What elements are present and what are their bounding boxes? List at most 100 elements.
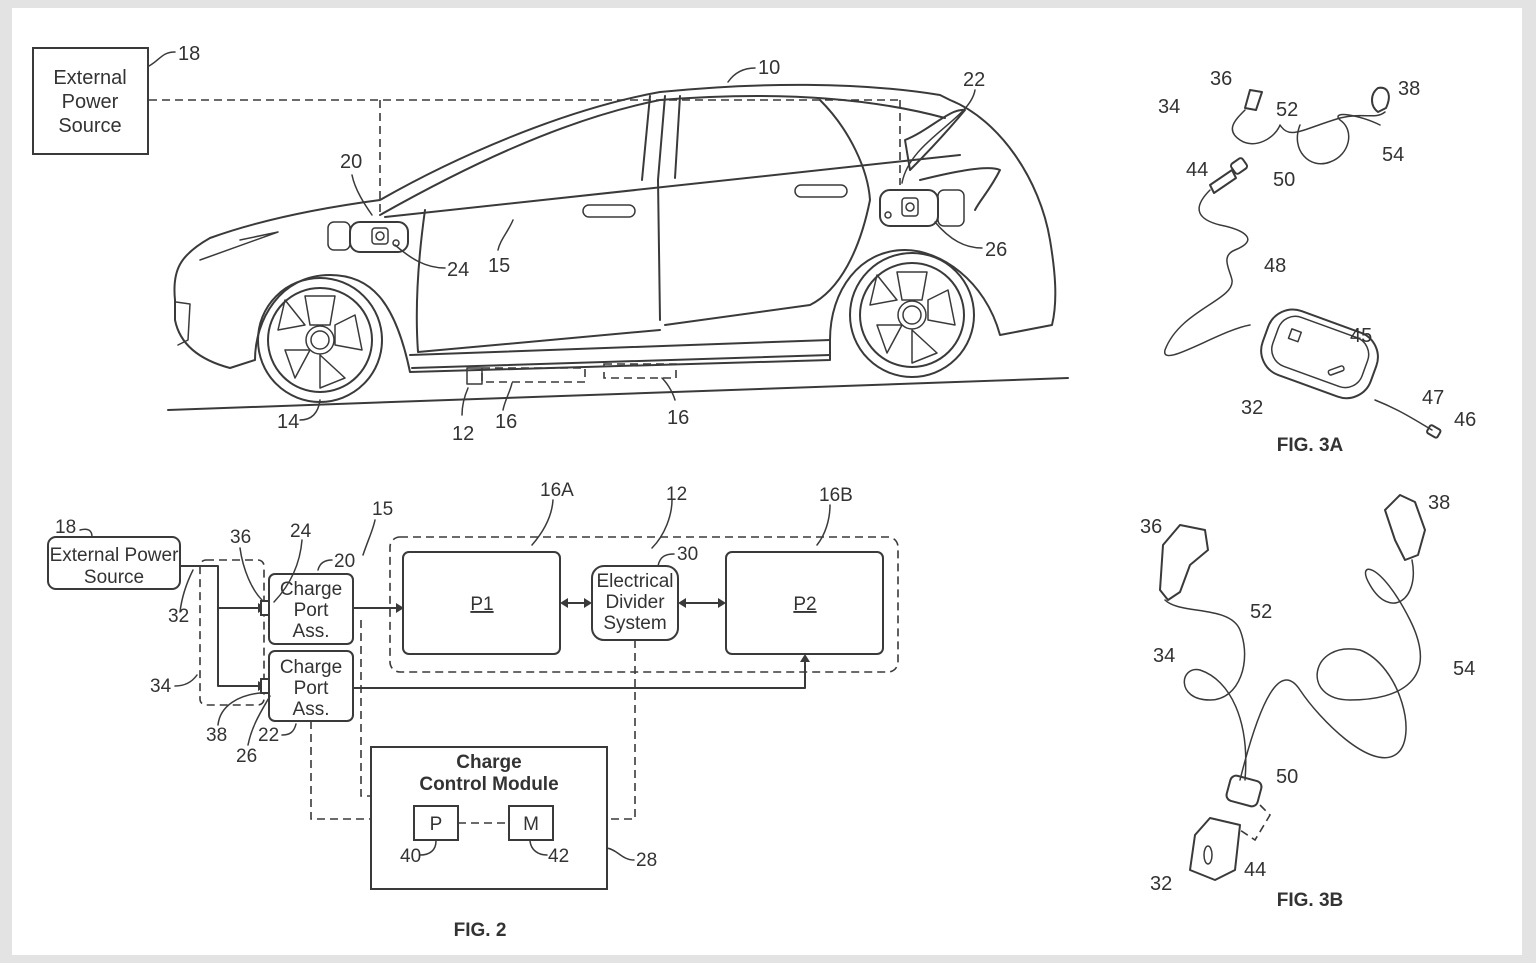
p1-divider-arrows <box>560 598 592 608</box>
fig2-power-source-line1: External Power <box>50 545 180 566</box>
front-door-handle <box>582 204 636 218</box>
ref-3a-52: 52 <box>1276 99 1298 121</box>
leader-f2-18 <box>79 528 93 538</box>
rear-charge-port <box>879 189 965 227</box>
fig3b-plug-44 <box>1189 817 1241 881</box>
ref-f2-28: 28 <box>636 850 657 871</box>
b-pillar-line <box>657 95 666 321</box>
ref-3a-50: 50 <box>1273 169 1295 191</box>
ref-3a-32: 32 <box>1241 397 1263 419</box>
fig2-external-power-source-box <box>47 536 181 590</box>
belt-line <box>384 154 961 218</box>
leader-10 <box>727 67 756 83</box>
fig3a-caption: FIG. 3A <box>1277 435 1344 456</box>
fig2-block-diagram: External Power Source 18 32 34 Charge Po… <box>47 480 899 941</box>
patent-sheet: External Power Source 18 <box>12 8 1522 955</box>
ref-3a-46: 46 <box>1454 409 1476 431</box>
leader-f2-16a <box>531 499 554 546</box>
port22-line2: Port <box>294 678 330 699</box>
fig3b-connector-36 <box>1159 524 1209 601</box>
fig3a-plug-44 <box>1209 169 1237 194</box>
ref-3a-45: 45 <box>1350 325 1372 347</box>
leader-24 <box>394 244 446 269</box>
roof-inner-line <box>379 95 946 216</box>
port22-line3: Ass. <box>293 699 330 720</box>
b-pillar-rear <box>674 95 681 179</box>
fig3a-cable-48 <box>1164 189 1251 357</box>
p2-label: P2 <box>793 594 816 615</box>
ref-3b-38: 38 <box>1428 492 1450 514</box>
divider-line1: Electrical <box>596 571 673 592</box>
ref-f2-20: 20 <box>334 551 355 572</box>
battery-system-outline <box>389 536 899 673</box>
fig3b-caption: FIG. 3B <box>1277 890 1344 911</box>
arrow-p2-in <box>800 654 810 662</box>
fig3a-connector-36 <box>1244 89 1263 111</box>
ground-line <box>167 377 1069 411</box>
leader-12 <box>461 387 469 416</box>
ref-16-b: 16 <box>667 407 689 429</box>
ref-16-a: 16 <box>495 411 517 433</box>
front-charge-port <box>327 221 409 253</box>
ref-3a-44: 44 <box>1186 159 1208 181</box>
leader-f2-40 <box>419 840 437 856</box>
fig3a-charging-cable: 36 38 34 52 54 44 50 48 45 32 47 46 FIG.… <box>1158 68 1476 456</box>
hood-crease <box>199 231 279 261</box>
ref-3a-54: 54 <box>1382 144 1404 166</box>
fig3b-cable-54 <box>1239 559 1422 781</box>
fig2-caption: FIG. 2 <box>454 920 507 941</box>
headlight <box>175 301 191 346</box>
patent-drawing: External Power Source 18 <box>32 43 1476 941</box>
ref-f2-42: 42 <box>548 846 569 867</box>
port22-to-p2-line <box>352 659 806 689</box>
ref-3b-54: 54 <box>1453 658 1475 680</box>
leader-26 <box>934 221 983 249</box>
charge-control-module-box <box>370 746 608 890</box>
leader-f2-42 <box>529 840 548 856</box>
leader-16b <box>661 377 676 401</box>
ref-3a-36: 36 <box>1210 68 1232 90</box>
leader-f2-32 <box>179 569 194 613</box>
ref-f2-26: 26 <box>236 746 257 767</box>
fig3a-cable-54 <box>1296 113 1381 165</box>
fig3b-connector-38 <box>1384 494 1426 561</box>
leader-f2-20 <box>317 559 333 571</box>
ref-f2-40: 40 <box>400 846 421 867</box>
fig2-power-source-line2: Source <box>84 567 144 588</box>
fig3b-adapter-50 <box>1225 774 1263 808</box>
leader-f2-16b <box>816 504 831 546</box>
port20-line2: Port <box>294 600 330 621</box>
port20-line3: Ass. <box>293 621 330 642</box>
ref-20: 20 <box>340 151 362 173</box>
ref-f2-15: 15 <box>372 499 393 520</box>
rear-door-outline <box>664 99 871 326</box>
ref-f2-16a: 16A <box>540 480 574 501</box>
leader-f2-22 <box>281 723 297 736</box>
leader-f2-38 <box>217 692 261 726</box>
fig3a-plug-46 <box>1426 424 1442 439</box>
rocker-panel <box>409 339 831 369</box>
ref-f2-22: 22 <box>258 725 279 746</box>
ref-3a-38: 38 <box>1398 78 1420 100</box>
fig1-external-power-source-box <box>32 47 149 155</box>
cable-assembly-34-outline <box>199 559 265 706</box>
ref-f2-12: 12 <box>666 484 687 505</box>
processor-label: P <box>430 814 443 835</box>
ccm-line2: Control Module <box>419 774 558 795</box>
ref-f2-38: 38 <box>206 725 227 746</box>
ref-3b-36: 36 <box>1140 516 1162 538</box>
fig3b-cable-52 <box>1164 599 1247 781</box>
ref-f2-36: 36 <box>230 527 251 548</box>
ref-3b-50: 50 <box>1276 766 1298 788</box>
leader-18 <box>148 51 176 67</box>
ref-10: 10 <box>758 57 780 79</box>
leader-f2-30 <box>657 553 675 567</box>
leader-20 <box>351 174 373 216</box>
port20-line1: Charge <box>280 579 342 600</box>
battery-pack-b <box>603 363 677 379</box>
fig3a-cord-47 <box>1374 399 1433 431</box>
ref-f2-24: 24 <box>290 521 312 542</box>
fig1-power-source-line1: External <box>53 67 126 89</box>
ref-22: 22 <box>963 69 985 91</box>
memory-box <box>508 805 554 841</box>
